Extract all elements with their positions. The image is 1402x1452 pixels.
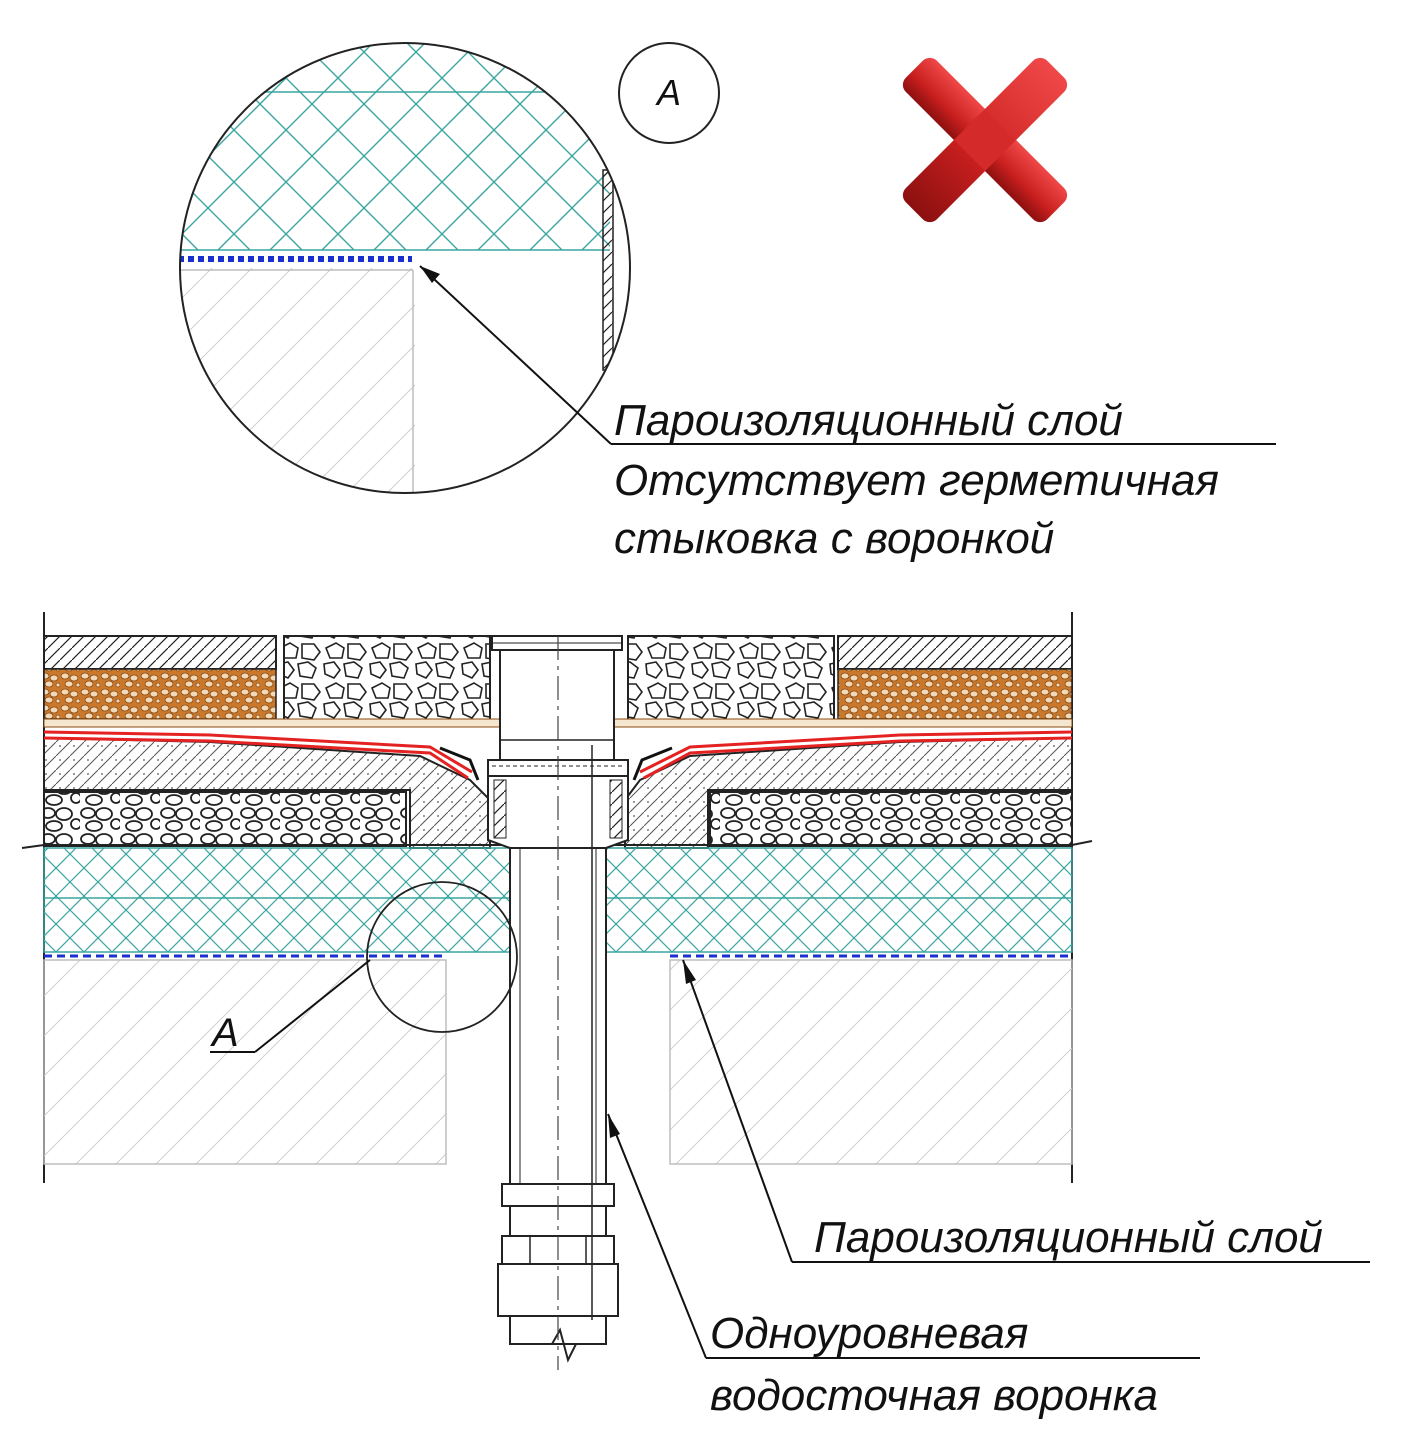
pebble-layer-left [43,791,407,847]
detail-callout-warning-2: стыковка с воронкой [614,514,1054,563]
drain-label-line-1: Одноуровневая [710,1309,1028,1358]
detail-marker: А [618,42,720,144]
gravel-fill-left [283,635,491,721]
detail-insulation [180,43,610,250]
detail-callout-leader [419,265,1276,445]
top-slab-left [43,635,277,670]
top-slab-right [837,635,1073,670]
detail-view [179,42,631,494]
sand-layer-left [43,668,277,720]
vapor-barrier-leader [682,959,1370,1263]
gravel-fill-right [627,635,835,721]
detail-circle [179,42,631,494]
drain-label-line-2: водосточная воронка [710,1371,1158,1420]
detail-marker-text: А [655,72,681,113]
roof-section [21,612,1093,1370]
pebble-layer-right [709,791,1073,847]
detail-funnel-wall [602,169,614,371]
section-marker-leader [210,959,371,1053]
drain-leader [607,1113,1200,1359]
roof-drain-funnel [487,635,629,1370]
sand-layer-right [837,668,1073,720]
detail-callout-title: Пароизоляционный слой [614,396,1123,445]
concrete-slab-right [669,959,1073,1165]
concrete-slab-left [43,959,447,1165]
membrane-clamps [439,746,673,781]
insulation-left [43,847,511,953]
section-marker-circle [366,881,518,1033]
detail-callout-warning-1: Отсутствует герметичная [614,456,1219,505]
vapor-barrier-label: Пароизоляционный слой [814,1213,1323,1262]
red-cross-icon [902,57,1068,223]
insulation-right [605,847,1073,953]
waterproofing-membrane [43,730,1073,780]
section-marker-text: А [210,1011,239,1055]
detail-concrete [180,268,415,493]
